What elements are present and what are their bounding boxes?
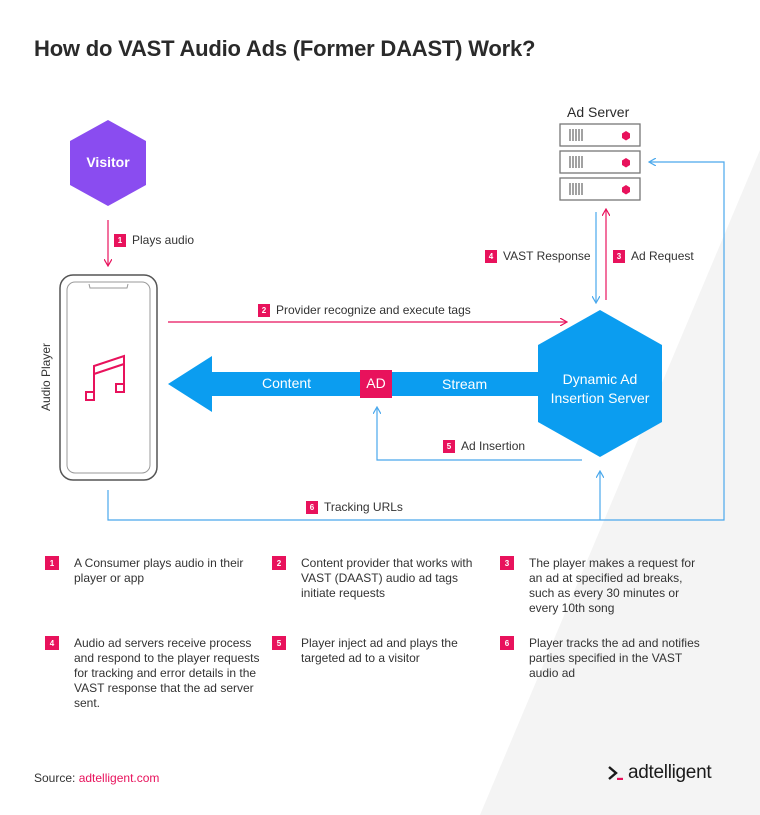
step6-badge: 6 xyxy=(306,500,318,514)
step2-label: 2 Provider recognize and execute tags xyxy=(258,303,471,317)
dai-server-label: Dynamic Ad Insertion Server xyxy=(537,370,663,408)
page-title: How do VAST Audio Ads (Former DAAST) Wor… xyxy=(34,36,536,61)
legend-text-5: Player inject ad and plays the targeted … xyxy=(301,636,458,665)
step2-text: Provider recognize and execute tags xyxy=(276,303,471,317)
dai-server-label-line2: Insertion Server xyxy=(550,390,650,406)
step1-text: Plays audio xyxy=(132,233,195,247)
step5-arrow xyxy=(377,408,582,461)
legend-text-6: Player tracks the ad and notifies partie… xyxy=(529,636,700,680)
ad-server-icon xyxy=(559,123,641,201)
dai-server-label-line1: Dynamic Ad xyxy=(562,371,638,387)
step2-badge: 2 xyxy=(258,303,270,317)
stream-stream-label: Stream xyxy=(442,376,488,392)
step5-label: 5 Ad Insertion xyxy=(443,439,525,453)
audio-player-label: Audio Player xyxy=(39,342,53,412)
visitor-label: Visitor xyxy=(86,154,130,170)
step5-text: Ad Insertion xyxy=(461,439,526,453)
legend-text-4: Audio ad servers receive process and res… xyxy=(74,636,260,710)
legend-badge-3: 3 xyxy=(500,556,514,570)
visitor-hexagon xyxy=(70,120,146,206)
dai-server-hexagon xyxy=(538,310,662,457)
stream-content-label: Content xyxy=(262,375,312,391)
step4-label: 4 VAST Response xyxy=(485,249,591,263)
stream-ad-label: AD xyxy=(366,375,386,391)
audio-player-phone xyxy=(59,274,158,481)
step6-text: Tracking URLs xyxy=(324,500,403,514)
source-link[interactable]: adtelligent.com xyxy=(78,771,160,785)
legend-badge-1: 1 xyxy=(45,556,59,570)
step1-badge: 1 xyxy=(114,233,126,247)
ad-segment xyxy=(360,370,392,398)
legend-text-1: A Consumer plays audio in their player o… xyxy=(74,556,244,585)
step6-line xyxy=(107,162,725,521)
legend-badge-5: 5 xyxy=(272,636,286,650)
stream-arrow xyxy=(168,356,545,412)
step4-text: VAST Response xyxy=(503,249,591,263)
brand-chevron-icon xyxy=(608,766,623,780)
legend-text-2: Content provider that works with VAST (D… xyxy=(301,556,473,600)
music-note-icon xyxy=(85,354,125,401)
step6-label: 6 Tracking URLs xyxy=(306,500,403,514)
step1-label: 1 Plays audio xyxy=(114,233,194,247)
source-label: Source: xyxy=(34,771,76,785)
step3-badge: 3 xyxy=(613,249,625,263)
legend-text-3: The player makes a request for an ad at … xyxy=(529,556,696,615)
legend-badge-4: 4 xyxy=(45,636,59,650)
step3-label: 3 Ad Request xyxy=(613,249,694,263)
brand-logo: adtelligent xyxy=(608,762,712,784)
step3-text: Ad Request xyxy=(631,249,694,263)
ad-server-label: Ad Server xyxy=(567,104,630,120)
legend-badge-6: 6 xyxy=(500,636,514,650)
brand-name: adtelligent xyxy=(628,762,712,783)
source-line: Source: adtelligent.com xyxy=(34,771,159,785)
legend-badge-2: 2 xyxy=(272,556,286,570)
step5-badge: 5 xyxy=(443,439,455,453)
step4-badge: 4 xyxy=(485,249,497,263)
